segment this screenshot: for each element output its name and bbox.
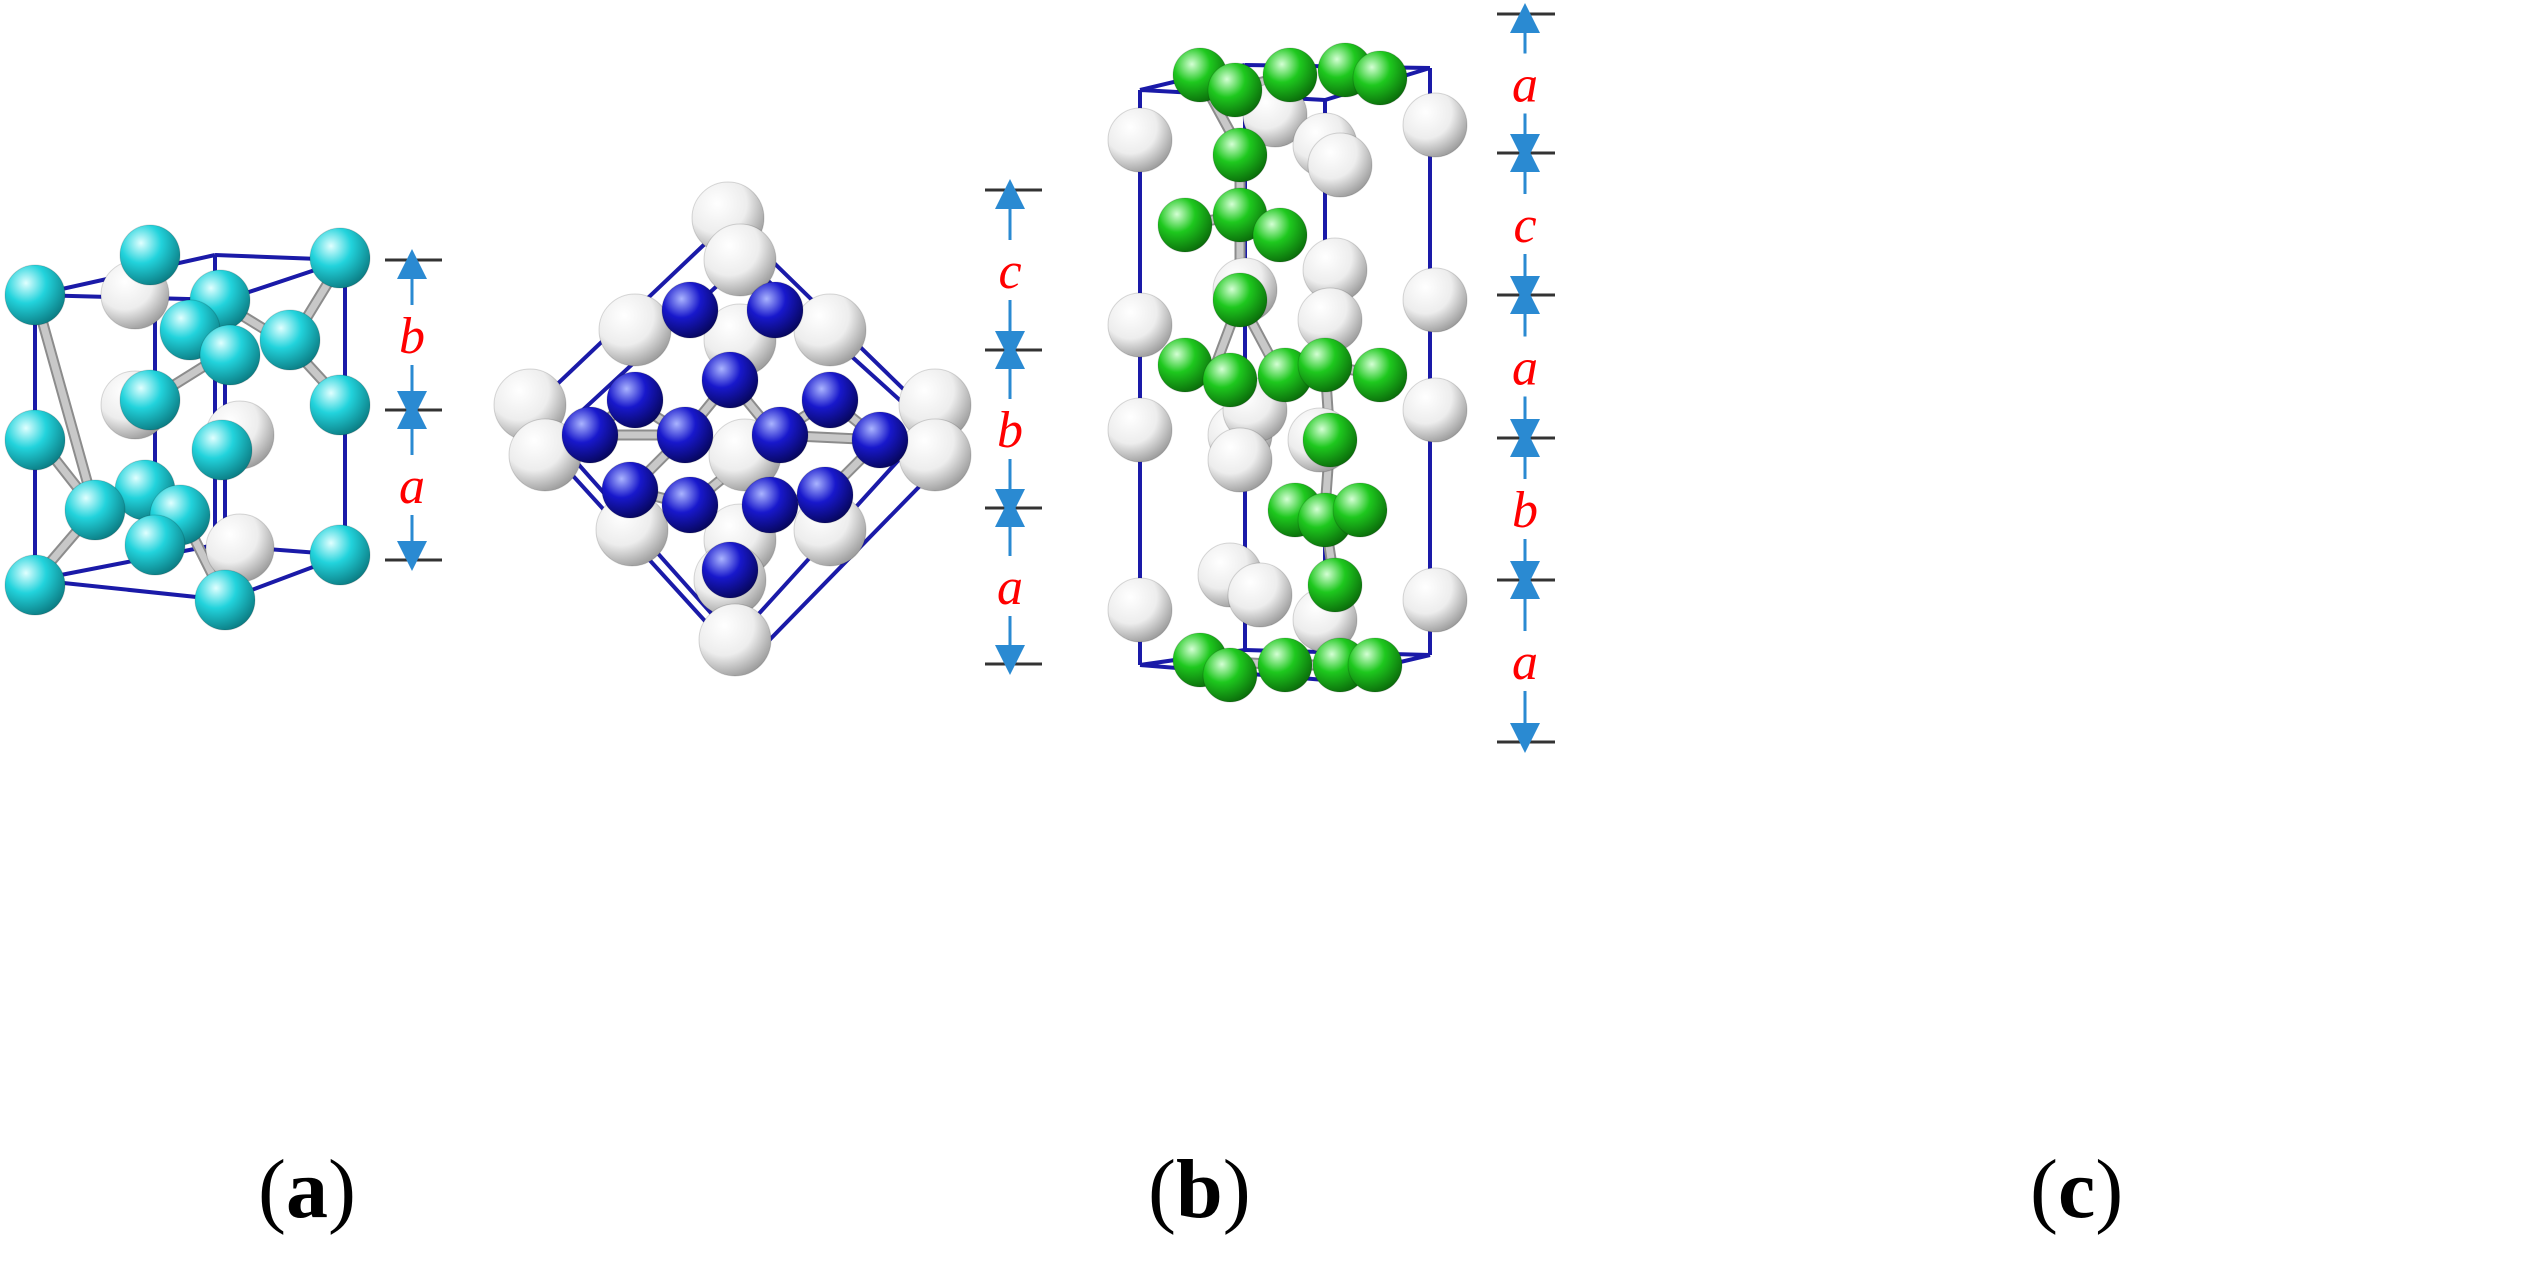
stacking-layer-label: c	[998, 243, 1021, 300]
cyan-atom	[119, 224, 181, 286]
white-atom	[698, 603, 772, 677]
cyan-atom	[309, 524, 371, 586]
stacking-layer-label: a	[997, 559, 1023, 616]
caption-c: (c)	[2030, 1143, 2124, 1236]
green-atom	[1302, 412, 1358, 468]
stacking-layer-label: a	[1512, 634, 1538, 691]
structure-c	[1107, 42, 1468, 703]
white-atom	[1402, 377, 1468, 443]
blue-atom	[561, 406, 619, 464]
stacking-layer-label: a	[399, 458, 425, 515]
white-atom	[1107, 292, 1173, 358]
cyan-atom	[309, 374, 371, 436]
white-atom	[793, 293, 867, 367]
blue-atom	[601, 461, 659, 519]
white-atom	[598, 293, 672, 367]
green-atom	[1212, 127, 1268, 183]
cyan-atom	[259, 309, 321, 371]
cyan-atom	[199, 324, 261, 386]
green-atom	[1332, 482, 1388, 538]
blue-atom	[796, 466, 854, 524]
green-atom	[1207, 62, 1263, 118]
white-atom	[1402, 567, 1468, 633]
green-atom	[1252, 207, 1308, 263]
cyan-atom	[4, 409, 66, 471]
white-atom	[1107, 577, 1173, 643]
green-atom	[1212, 272, 1268, 328]
stacking-layer-label: b	[399, 308, 425, 365]
white-atom	[1107, 107, 1173, 173]
unit-cell-edge	[34, 543, 216, 582]
stacking-layer-label: b	[1512, 482, 1538, 539]
blue-atom	[661, 476, 719, 534]
green-atom	[1347, 637, 1403, 693]
stacking-layer-label: a	[1512, 57, 1538, 114]
cyan-atom	[124, 514, 186, 576]
green-atom	[1157, 197, 1213, 253]
green-atom	[1297, 337, 1353, 393]
cyan-atom	[4, 554, 66, 616]
blue-atom	[746, 281, 804, 339]
cyan-atom	[191, 419, 253, 481]
white-atom	[703, 223, 777, 297]
blue-atom	[606, 371, 664, 429]
blue-atom	[741, 476, 799, 534]
blue-atom	[701, 351, 759, 409]
green-atom	[1257, 637, 1313, 693]
cyan-atom	[119, 369, 181, 431]
structure-a	[4, 224, 371, 631]
green-atom	[1202, 352, 1258, 408]
stacking-dimension-labels: b a c b a a c a b a	[385, 3, 1555, 753]
white-atom	[1307, 132, 1373, 198]
white-atom	[1207, 427, 1273, 493]
bond	[31, 291, 99, 514]
white-atom	[1402, 92, 1468, 158]
stacking-layer-label: a	[1512, 340, 1538, 397]
stacking-layer-label: b	[997, 402, 1023, 459]
cyan-atom	[4, 264, 66, 326]
white-atom	[1107, 397, 1173, 463]
cyan-atom	[64, 479, 126, 541]
cyan-atom	[309, 227, 371, 289]
blue-atom	[801, 371, 859, 429]
green-atom	[1202, 647, 1258, 703]
green-atom	[1307, 557, 1363, 613]
blue-atom	[701, 541, 759, 599]
caption-b: (b)	[1148, 1143, 1251, 1236]
green-atom	[1352, 347, 1408, 403]
structure-b	[493, 181, 972, 677]
caption-a: (a)	[258, 1143, 356, 1236]
green-atom	[1262, 47, 1318, 103]
green-atom	[1352, 50, 1408, 106]
unit-cell-edge	[34, 578, 226, 602]
blue-atom	[851, 411, 909, 469]
white-atom	[898, 418, 972, 492]
blue-atom	[751, 406, 809, 464]
stacking-layer-label: c	[1513, 197, 1536, 254]
blue-atom	[656, 406, 714, 464]
cyan-atom	[194, 569, 256, 631]
white-atom	[1227, 562, 1293, 628]
white-atom	[1402, 267, 1468, 333]
blue-atom	[661, 281, 719, 339]
